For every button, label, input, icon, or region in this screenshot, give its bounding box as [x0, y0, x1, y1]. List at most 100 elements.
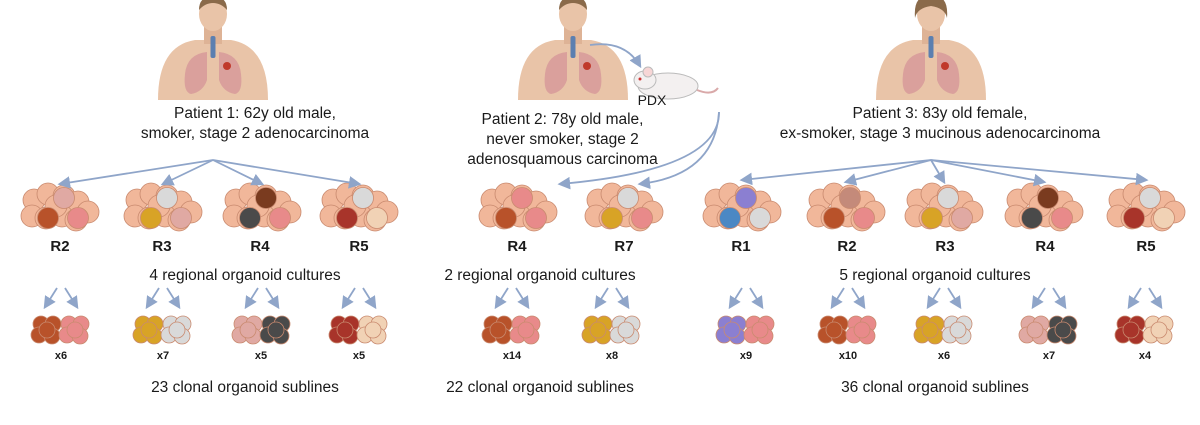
arrow — [145, 287, 160, 310]
organoid-cluster — [702, 182, 782, 232]
clone-organoid — [58, 315, 90, 345]
arrow — [515, 287, 530, 310]
clonal-summary-2: 22 clonal organoid sublines — [446, 379, 634, 396]
regional-summary-1: 4 regional organoid cultures — [149, 267, 341, 284]
region-label: R3 — [152, 238, 172, 255]
arrow — [212, 159, 362, 189]
region-label: R4 — [1035, 238, 1055, 255]
arrow — [341, 287, 356, 310]
region-label: R2 — [50, 238, 70, 255]
arrow — [362, 287, 377, 310]
clone-organoid — [715, 315, 747, 345]
clone-count: x8 — [605, 350, 619, 362]
clone-count: x4 — [1138, 350, 1152, 362]
clone-count: x6 — [937, 350, 951, 362]
regional-summary-2: 2 regional organoid cultures — [444, 267, 636, 284]
region-label: R4 — [250, 238, 270, 255]
clone-organoid — [817, 315, 849, 345]
clone-organoid — [328, 315, 360, 345]
clone-count: x7 — [156, 350, 170, 362]
region-label: R2 — [837, 238, 857, 255]
clone-count: x5 — [352, 350, 366, 362]
region-label: R4 — [507, 238, 527, 255]
organoid-cluster — [319, 182, 399, 232]
patient-2-title: Patient 2: 78y old male, never smoker, s… — [467, 111, 658, 168]
clone-count: x6 — [54, 350, 68, 362]
arrow — [57, 159, 214, 189]
organoid-cluster — [20, 182, 100, 232]
arrow — [637, 111, 720, 190]
clone-organoid — [1114, 315, 1146, 345]
arrow — [1031, 287, 1046, 310]
patient-3-figure — [876, 0, 986, 100]
arrow — [1148, 287, 1163, 310]
arrow — [160, 159, 214, 186]
clone-organoid — [356, 315, 388, 345]
organoid-cluster — [806, 182, 886, 232]
clone-count: x14 — [502, 350, 522, 362]
region-label: R7 — [614, 238, 634, 255]
clone-count: x5 — [254, 350, 268, 362]
arrow — [265, 287, 280, 310]
mouse-icon — [633, 66, 719, 100]
clonal-summary-3: 36 clonal organoid sublines — [841, 379, 1029, 396]
clone-organoid — [1018, 315, 1050, 345]
arrow — [494, 287, 509, 310]
organoid-cluster — [222, 182, 302, 232]
organoid-cluster — [1106, 182, 1186, 232]
arrow — [851, 287, 866, 310]
region-label: R1 — [731, 238, 751, 255]
arrow — [244, 287, 259, 310]
clone-organoid — [132, 315, 164, 345]
clone-count: x10 — [838, 350, 858, 362]
clone-organoid — [1142, 315, 1174, 345]
clone-organoid — [481, 315, 513, 345]
arrow — [930, 159, 946, 185]
arrow — [43, 287, 58, 310]
organoid-cluster — [584, 182, 664, 232]
clone-organoid — [509, 315, 541, 345]
organoid-cluster — [904, 182, 984, 232]
arrow — [594, 287, 609, 310]
arrow — [166, 287, 181, 310]
clonal-summary-1: 23 clonal organoid sublines — [151, 379, 339, 396]
clone-organoid — [160, 315, 192, 345]
arrow — [1127, 287, 1142, 310]
organoid-cluster — [123, 182, 203, 232]
patient-2-figure — [518, 0, 628, 100]
organoid-cluster — [478, 182, 558, 232]
arrow — [64, 287, 79, 310]
arrow — [212, 159, 265, 186]
arrow — [926, 287, 941, 310]
arrow — [843, 159, 932, 186]
clone-organoid — [1046, 315, 1078, 345]
region-label: R5 — [1136, 238, 1156, 255]
clone-organoid — [30, 315, 62, 345]
clone-count: x9 — [739, 350, 753, 362]
clone-organoid — [581, 315, 613, 345]
region-label: R5 — [349, 238, 369, 255]
clone-organoid — [259, 315, 291, 345]
clone-organoid — [231, 315, 263, 345]
patient-3-title: Patient 3: 83y old female, ex-smoker, st… — [779, 105, 1101, 142]
patient-1-figure — [158, 0, 268, 100]
clone-organoid — [609, 315, 641, 345]
region-label: R3 — [935, 238, 955, 255]
clone-organoid — [941, 315, 973, 345]
patient-1-title: Patient 1: 62y old male, smoker, stage 2… — [140, 105, 370, 142]
regional-summary-3: 5 regional organoid cultures — [839, 267, 1031, 284]
clone-count: x7 — [1042, 350, 1056, 362]
arrow — [930, 159, 1149, 186]
pdx-label: PDX — [637, 92, 667, 108]
arrow — [749, 287, 764, 310]
arrow — [615, 287, 630, 310]
organoid-cluster — [1004, 182, 1084, 232]
clone-organoid — [743, 315, 775, 345]
arrow — [589, 43, 642, 69]
arrow — [930, 159, 1047, 187]
arrow — [830, 287, 845, 310]
arrow — [739, 159, 932, 186]
arrow — [1052, 287, 1067, 310]
